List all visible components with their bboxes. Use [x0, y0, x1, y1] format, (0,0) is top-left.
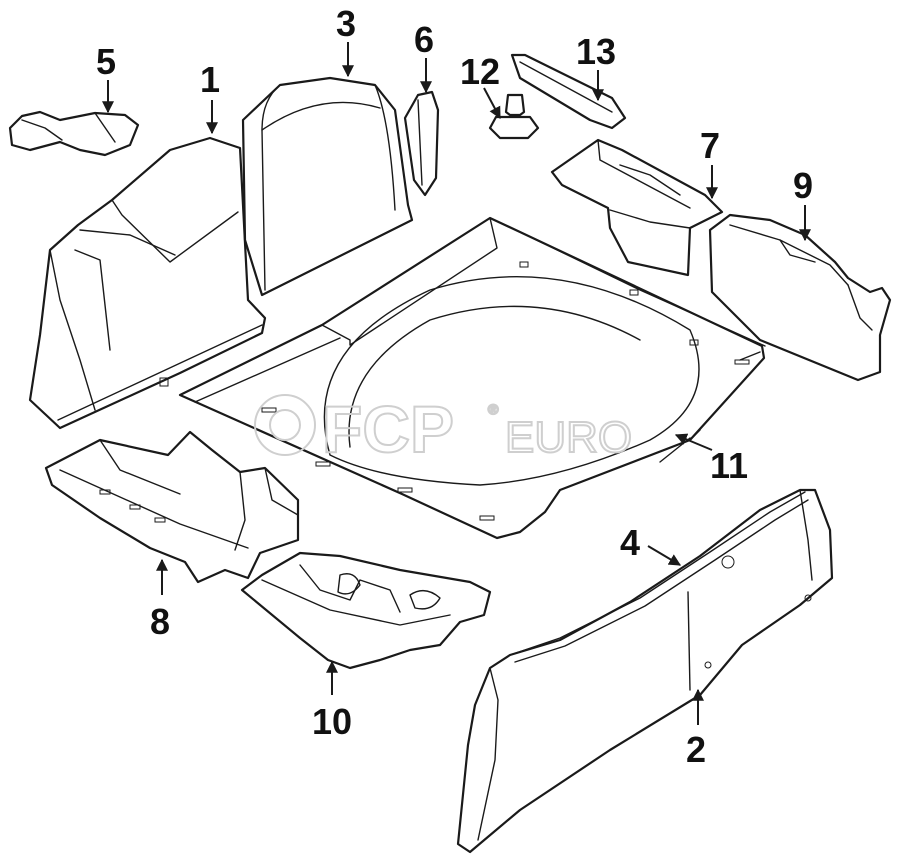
callout-8: 8	[150, 601, 170, 642]
callout-4: 4	[620, 522, 640, 563]
watermark-logo: FCP ® EURO	[254, 391, 633, 467]
watermark-brand: FCP	[322, 392, 454, 466]
callout-numbers: 1 2 3 4 5 6 7 8 9 10 11 12 13	[96, 3, 813, 770]
part-5-bracket	[8, 110, 140, 157]
callout-3: 3	[336, 3, 356, 44]
callout-7: 7	[700, 125, 720, 166]
callout-13: 13	[576, 31, 616, 72]
leader-12	[483, 87, 501, 120]
part-7-storage-bracket	[550, 138, 724, 277]
callout-12: 12	[460, 51, 500, 92]
part-12-push-pin	[488, 93, 540, 140]
part-6-trim-clip	[403, 90, 440, 197]
part-13-trim-strip	[510, 53, 627, 130]
callout-leaders	[102, 42, 811, 725]
callout-6: 6	[414, 19, 434, 60]
part-2-right-side-trim	[456, 488, 834, 854]
callout-9: 9	[793, 165, 813, 206]
watermark-suffix: EURO	[505, 413, 632, 462]
part-8-floor-tray	[44, 430, 300, 584]
part-10-tool-tray	[240, 551, 492, 670]
leader-11	[674, 433, 713, 451]
part-3-bulkhead-trim	[241, 76, 414, 297]
part-4-edge-trim-strip	[509, 491, 809, 663]
callout-1: 1	[200, 59, 220, 100]
leader-4	[647, 545, 682, 566]
callout-5: 5	[96, 41, 116, 82]
callout-11: 11	[710, 445, 748, 486]
callout-10: 10	[312, 701, 352, 742]
callout-2: 2	[686, 729, 706, 770]
part-11-floor-mat	[178, 216, 766, 540]
part-1-left-side-trim	[28, 136, 267, 430]
watermark-registered: ®	[488, 401, 499, 417]
part-9-side-storage-trim	[708, 213, 892, 382]
